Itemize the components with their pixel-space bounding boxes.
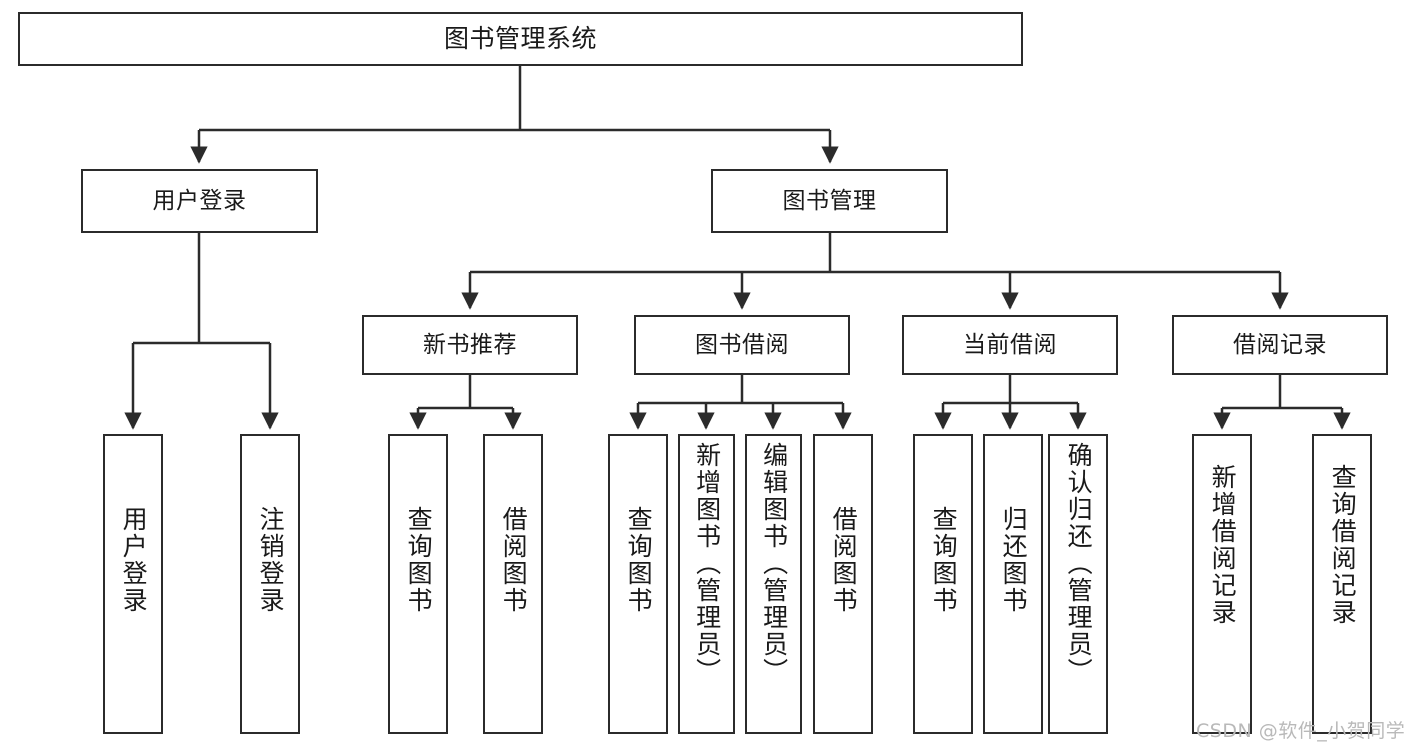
leaf-query-record[interactable]: 查询借阅记录 <box>1312 434 1372 734</box>
leaf-query-book-2-label: 查询图书 <box>624 506 654 614</box>
node-book-borrow-label: 图书借阅 <box>695 331 789 358</box>
node-book-borrow[interactable]: 图书借阅 <box>634 315 850 375</box>
leaf-add-book-label: 新增图书（管理员） <box>692 442 722 685</box>
leaf-query-book-3-label: 查询图书 <box>929 506 959 614</box>
leaf-query-record-label: 查询借阅记录 <box>1328 464 1358 626</box>
leaf-borrow-book-2-label: 借阅图书 <box>829 506 859 614</box>
node-user-login[interactable]: 用户登录 <box>81 169 318 233</box>
leaf-return-book-label: 归还图书 <box>999 506 1029 614</box>
node-book-manage[interactable]: 图书管理 <box>711 169 948 233</box>
node-current-borrow[interactable]: 当前借阅 <box>902 315 1118 375</box>
csdn-watermark: CSDN @软件_小贺同学 <box>1196 720 1405 742</box>
node-borrow-record[interactable]: 借阅记录 <box>1172 315 1388 375</box>
node-user-login-label: 用户登录 <box>152 187 247 214</box>
leaf-borrow-book-1[interactable]: 借阅图书 <box>483 434 543 734</box>
leaf-query-book-3[interactable]: 查询图书 <box>913 434 973 734</box>
node-book-manage-label: 图书管理 <box>782 187 877 214</box>
node-new-book-recommend[interactable]: 新书推荐 <box>362 315 578 375</box>
leaf-borrow-book-2[interactable]: 借阅图书 <box>813 434 873 734</box>
leaf-add-record[interactable]: 新增借阅记录 <box>1192 434 1252 734</box>
leaf-edit-book[interactable]: 编辑图书（管理员） <box>745 434 802 734</box>
leaf-confirm-return-label: 确认归还（管理员） <box>1064 442 1094 685</box>
leaf-user-login[interactable]: 用户登录 <box>103 434 163 734</box>
node-root-label: 图书管理系统 <box>443 23 597 53</box>
leaf-query-book-1-label: 查询图书 <box>404 506 434 614</box>
leaf-query-book-1[interactable]: 查询图书 <box>388 434 448 734</box>
node-current-borrow-label: 当前借阅 <box>963 331 1057 358</box>
node-root[interactable]: 图书管理系统 <box>18 12 1023 66</box>
leaf-return-book[interactable]: 归还图书 <box>983 434 1043 734</box>
leaf-add-record-label: 新增借阅记录 <box>1208 464 1238 626</box>
node-new-book-recommend-label: 新书推荐 <box>423 331 517 358</box>
leaf-user-login-label: 用户登录 <box>119 506 149 614</box>
leaf-add-book[interactable]: 新增图书（管理员） <box>678 434 735 734</box>
node-borrow-record-label: 借阅记录 <box>1233 331 1327 358</box>
leaf-borrow-book-1-label: 借阅图书 <box>499 506 529 614</box>
leaf-logout-login-label: 注销登录 <box>256 506 286 614</box>
leaf-edit-book-label: 编辑图书（管理员） <box>759 442 789 685</box>
leaf-confirm-return[interactable]: 确认归还（管理员） <box>1048 434 1108 734</box>
leaf-query-book-2[interactable]: 查询图书 <box>608 434 668 734</box>
leaf-logout-login[interactable]: 注销登录 <box>240 434 300 734</box>
